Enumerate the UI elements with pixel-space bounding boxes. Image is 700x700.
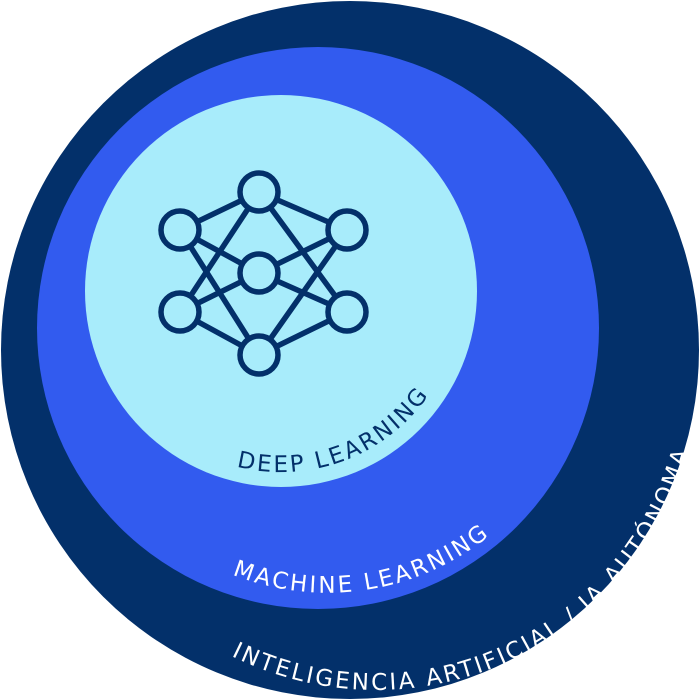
dl-inner-circle <box>85 95 477 487</box>
neural-network-icon <box>158 170 369 377</box>
